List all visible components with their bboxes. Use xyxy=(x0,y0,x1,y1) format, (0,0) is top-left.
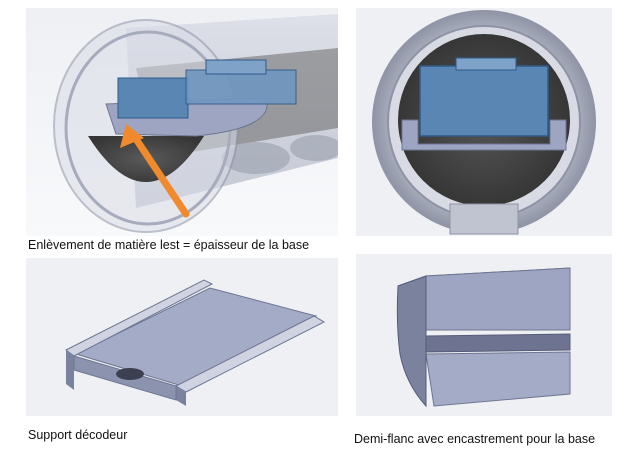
render-decoder-support xyxy=(26,258,338,416)
caption-ballast-removal: Enlèvement de matière lest = épaisseur d… xyxy=(28,238,310,252)
render-half-flank xyxy=(356,254,612,416)
caption-decoder-support: Support décodeur xyxy=(28,428,128,442)
half-flank-render xyxy=(356,254,612,416)
cylinder-section-render xyxy=(26,8,338,236)
decoder-support-render xyxy=(26,258,338,416)
render-cylinder-section xyxy=(26,8,338,236)
caption-half-flank: Demi-flanc avec encastrement pour la bas… xyxy=(354,432,596,446)
cylinder-front-render xyxy=(356,8,612,236)
render-cylinder-front xyxy=(356,8,612,236)
